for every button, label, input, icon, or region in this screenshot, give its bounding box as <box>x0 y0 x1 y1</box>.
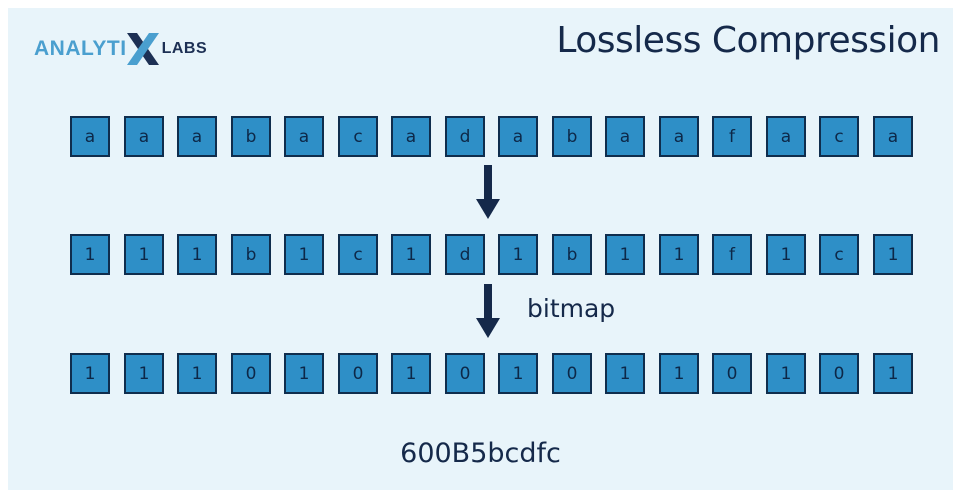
down-arrow-icon <box>476 284 500 338</box>
logo-x-icon <box>126 33 159 65</box>
sequence-cell: 1 <box>498 234 538 275</box>
sequence-cell: 1 <box>124 353 164 394</box>
sequence-cell: a <box>124 116 164 157</box>
sequence-cell: 1 <box>766 234 806 275</box>
sequence-cell: 1 <box>284 353 324 394</box>
sequence-cell: 0 <box>231 353 271 394</box>
sequence-cell: b <box>231 116 271 157</box>
logo-text: ANALYTI <box>34 37 127 60</box>
sequence-cell: 1 <box>605 353 645 394</box>
sequence-cell: a <box>605 116 645 157</box>
sequence-cell: 1 <box>391 353 431 394</box>
sequence-cell: 1 <box>766 353 806 394</box>
sequence-cell: a <box>284 116 324 157</box>
sequence-cell: 1 <box>659 234 699 275</box>
sequence-cell: 1 <box>605 234 645 275</box>
sequence-cell: 1 <box>177 353 217 394</box>
sequence-cell: 0 <box>712 353 752 394</box>
sequence-cell: 0 <box>338 353 378 394</box>
sequence-cell: 0 <box>819 353 859 394</box>
sequence-cell: a <box>498 116 538 157</box>
sequence-cell: c <box>819 234 859 275</box>
down-arrow-icon <box>476 165 500 219</box>
sequence-cell: 1 <box>659 353 699 394</box>
sequence-cell: 1 <box>498 353 538 394</box>
sequence-cell: a <box>766 116 806 157</box>
sequence-cell: c <box>338 116 378 157</box>
sequence-cell: a <box>70 116 110 157</box>
sequence-cell: a <box>659 116 699 157</box>
sequence-cell: b <box>231 234 271 275</box>
page-title: Lossless Compression <box>556 20 940 61</box>
sequence-cell: d <box>445 234 485 275</box>
sequence-cell: c <box>338 234 378 275</box>
sequence-cell: b <box>552 116 592 157</box>
sequence-cell: 0 <box>552 353 592 394</box>
sequence-cell: b <box>552 234 592 275</box>
bitmap-label: bitmap <box>527 294 616 323</box>
sequence-cell: 0 <box>445 353 485 394</box>
sequence-cell: f <box>712 116 752 157</box>
sequence-cell: 1 <box>873 353 913 394</box>
sequence-cell: a <box>177 116 217 157</box>
sequence-cell: 1 <box>70 353 110 394</box>
sequence-cell: 1 <box>284 234 324 275</box>
sequence-cell: 1 <box>177 234 217 275</box>
sequence-cell: c <box>819 116 859 157</box>
sequence-cell: 1 <box>70 234 110 275</box>
sequence-cell: a <box>391 116 431 157</box>
compressed-output: 600B5bcdfc <box>400 438 561 469</box>
logo-labs-text: LABS <box>161 40 208 57</box>
analytixlabs-logo: ANALYTI LABS <box>34 33 207 65</box>
sequence-cell: a <box>873 116 913 157</box>
sequence-cell: 1 <box>873 234 913 275</box>
sequence-cell: d <box>445 116 485 157</box>
sequence-cell: f <box>712 234 752 275</box>
sequence-cell: 1 <box>391 234 431 275</box>
sequence-cell: 1 <box>124 234 164 275</box>
